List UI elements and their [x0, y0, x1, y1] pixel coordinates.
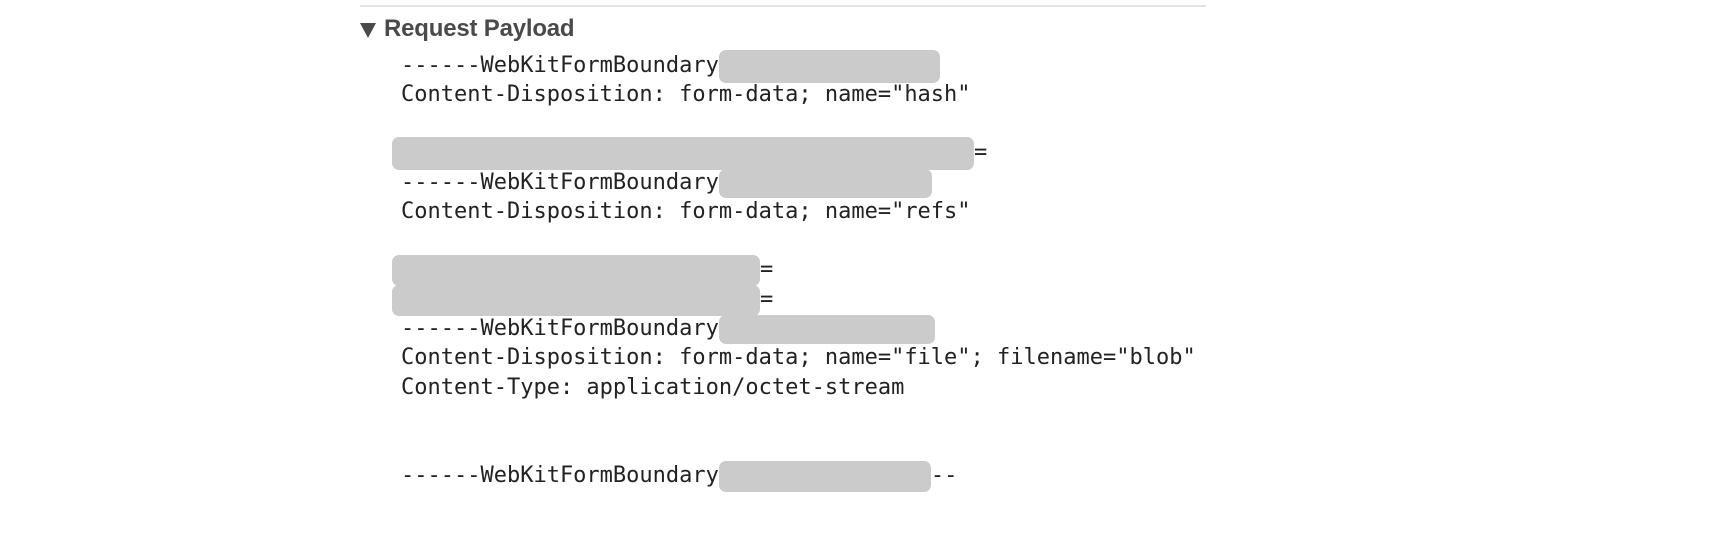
- request-payload-header[interactable]: Request Payload: [360, 14, 575, 44]
- redacted-block: [392, 136, 974, 170]
- payload-line-boundary: ------WebKitFormBoundary: [401, 314, 935, 344]
- redacted-block: [718, 460, 931, 492]
- payload-line-disposition-hash: Content-Disposition: form-data; name="ha…: [401, 80, 971, 110]
- payload-line-content-type: Content-Type: application/octet-stream: [401, 373, 904, 403]
- payload-line-hash-value: =: [392, 136, 988, 170]
- payload-line-refs-value: =: [392, 284, 774, 316]
- disposition-refs-text: Content-Disposition: form-data; name="re…: [401, 199, 971, 224]
- payload-line-refs-value: =: [392, 254, 774, 286]
- disposition-hash-text: Content-Disposition: form-data; name="ha…: [401, 82, 971, 107]
- redacted-block: [392, 254, 760, 286]
- section-divider: [360, 5, 1206, 7]
- disposition-file-text: Content-Disposition: form-data; name="fi…: [401, 345, 1196, 370]
- boundary-text: ------WebKitFormBoundary: [401, 316, 719, 341]
- redacted-block: [392, 284, 760, 316]
- redacted-block: [718, 49, 940, 83]
- closing-suffix-text: --: [930, 463, 958, 488]
- redacted-block: [718, 168, 932, 198]
- boundary-text: ------WebKitFormBoundary: [401, 170, 719, 195]
- equals-text: =: [974, 140, 988, 165]
- boundary-text: ------WebKitFormBoundary: [401, 53, 719, 78]
- payload-line-boundary: ------WebKitFormBoundary: [401, 168, 932, 198]
- payload-line-disposition-file: Content-Disposition: form-data; name="fi…: [401, 343, 1196, 373]
- triangle-down-icon[interactable]: [360, 22, 376, 38]
- equals-text: =: [760, 287, 774, 312]
- payload-line-boundary: ------WebKitFormBoundary: [401, 49, 940, 83]
- boundary-text: ------WebKitFormBoundary: [401, 463, 719, 488]
- payload-line-closing-boundary: ------WebKitFormBoundary --: [401, 460, 958, 492]
- section-title: Request Payload: [384, 15, 575, 42]
- content-type-text: Content-Type: application/octet-stream: [401, 375, 905, 400]
- redacted-block: [718, 314, 935, 344]
- equals-text: =: [760, 257, 774, 282]
- payload-line-disposition-refs: Content-Disposition: form-data; name="re…: [401, 197, 971, 227]
